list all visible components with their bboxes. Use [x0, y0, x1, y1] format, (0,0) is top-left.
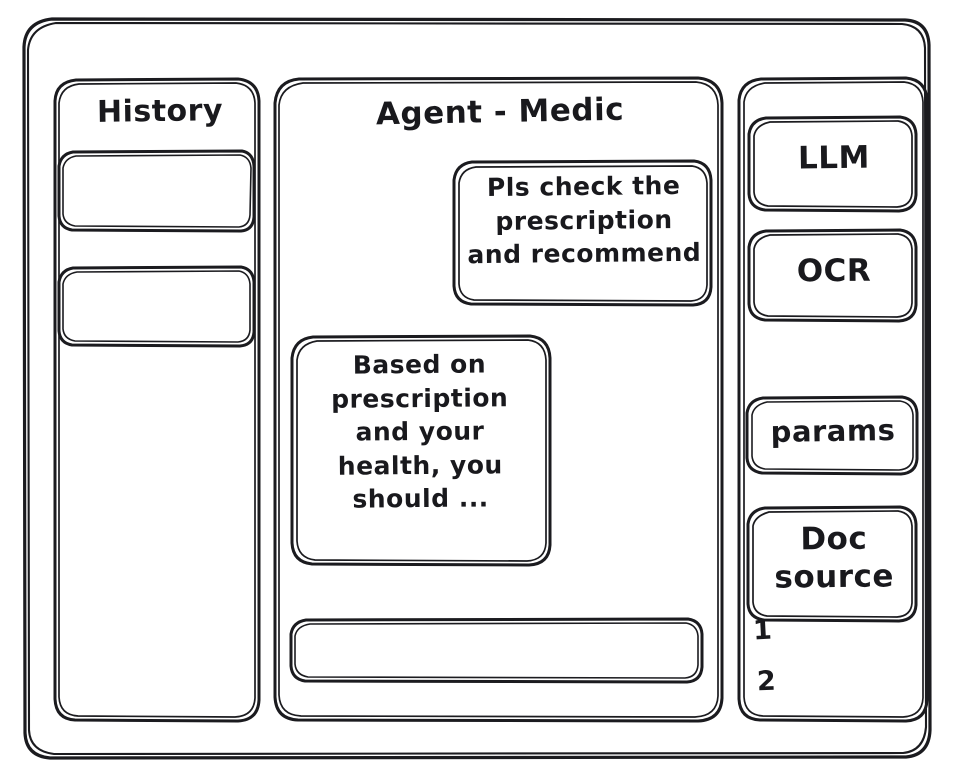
tool-card-llm-label: LLM — [797, 139, 871, 177]
history-panel-title: History — [96, 93, 224, 130]
doc-source-item-2[interactable]: 2 — [756, 665, 777, 698]
composer-input[interactable] — [291, 619, 703, 683]
config-card-params-label: params — [770, 413, 896, 449]
doc-source-item-1[interactable]: 1 — [752, 614, 774, 647]
user-message-text: Pls check the prescription and recommend — [467, 170, 702, 270]
config-card-doc-source-label: Doc source — [774, 520, 895, 596]
assistant-message-text: Based on prescription and your health, y… — [330, 349, 509, 514]
history-item-2[interactable] — [59, 267, 255, 347]
history-item-1[interactable] — [59, 151, 255, 232]
tool-card-ocr-label: OCR — [796, 252, 872, 290]
